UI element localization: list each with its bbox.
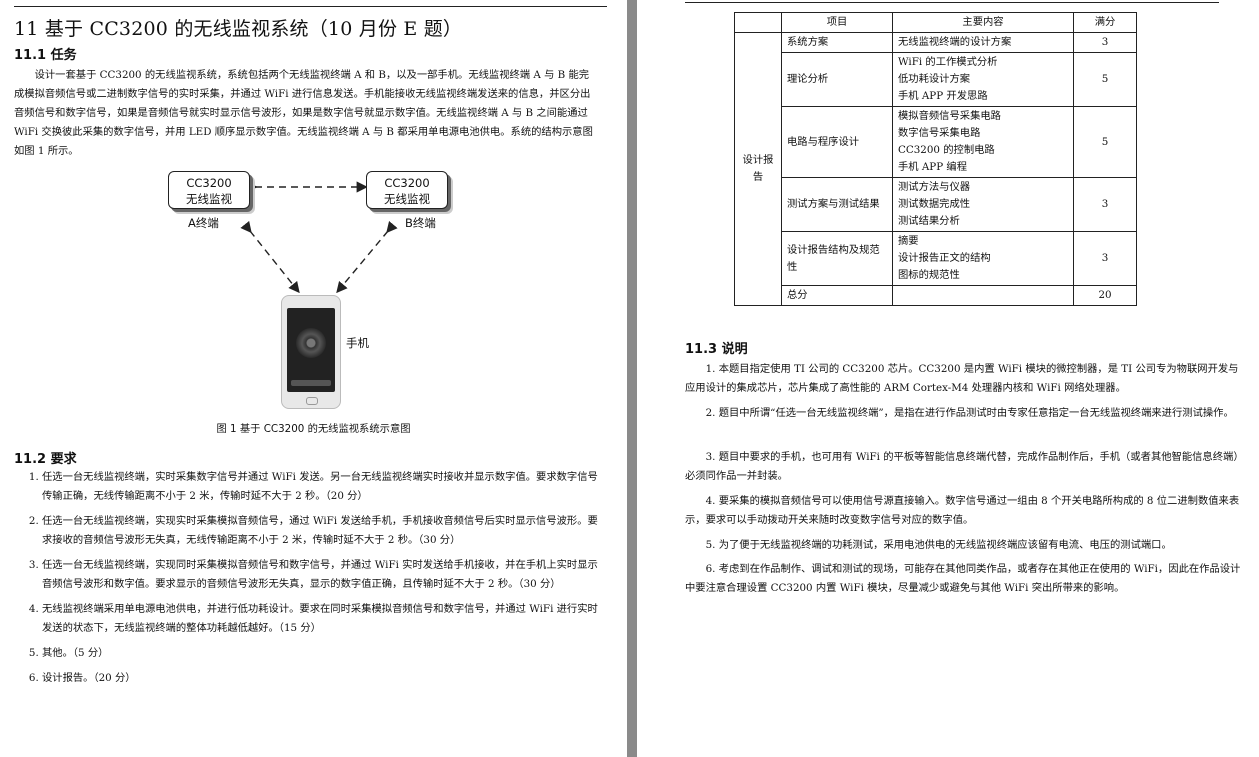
task-paragraph: 设计一套基于 CC3200 的无线监视系统，系统包括两个无线监视终端 A 和 B… <box>14 69 593 157</box>
content-line: 手机 APP 编程 <box>898 161 968 173</box>
page-title: 11 基于 CC3200 的无线监视系统（10 月份 E 题） <box>14 18 463 40</box>
note-item: 1. 本题目指定使用 TI 公司的 CC3200 芯片。CC3200 是内置 W… <box>685 363 1239 394</box>
requirement-item: 任选一台无线监视终端，实时采集数字信号并通过 WiFi 发送。另一台无线监视终端… <box>42 468 607 506</box>
table-cell-item: 电路与程序设计 <box>781 106 893 178</box>
content-line: 模拟音频信号采集电路 <box>898 110 1001 122</box>
home-button-icon <box>306 397 318 405</box>
content-line: 无线监视终端的设计方案 <box>898 36 1012 48</box>
table-cell-item: 系统方案 <box>781 32 893 53</box>
requirement-item: 其他。（5 分） <box>42 644 607 663</box>
table-cell-content: 测试方法与仪器 测试数据完成性 测试结果分析 <box>892 177 1074 232</box>
table-row: 总分 20 <box>735 285 1137 306</box>
diagram-arrows <box>240 181 398 294</box>
node-b: CC3200 无线监视 <box>366 171 448 209</box>
note-item: 2. 题目中所谓“任选一台无线监视终端”，是指在进行作品测试时由专家任意指定一台… <box>705 407 1234 419</box>
player-controls-icon <box>291 380 331 386</box>
content-line: 手机 APP 开发思路 <box>898 90 988 102</box>
node-b-line1: CC3200 <box>384 176 430 190</box>
scoring-table: 项目 主要内容 满分 设计报告 系统方案 无线监视终端的设计方案 3 理论分析 … <box>734 12 1137 306</box>
content-line: 数字信号采集电路 <box>898 127 981 139</box>
table-row: 设计报告 系统方案 无线监视终端的设计方案 3 <box>734 32 1137 306</box>
right-page: 项目 主要内容 满分 设计报告 系统方案 无线监视终端的设计方案 3 理论分析 … <box>637 0 1259 757</box>
table-cell-content: 模拟音频信号采集电路 数字信号采集电路 CC3200 的控制电路 手机 APP … <box>892 106 1074 178</box>
phone-label: 手机 <box>346 336 369 350</box>
table-cell-score: 5 <box>1073 106 1137 178</box>
table-header: 项目 <box>781 12 893 33</box>
notes-heading: 11.3 说明 <box>685 342 748 357</box>
requirement-item: 任选一台无线监视终端，实现实时采集模拟音频信号，通过 WiFi 发送给手机，手机… <box>42 512 607 550</box>
table-cell-content <box>892 285 1074 306</box>
table-header: 主要内容 <box>892 12 1074 33</box>
arrow-b-phone <box>336 220 398 294</box>
node-b-label: B终端 <box>405 216 436 230</box>
requirements-heading: 11.2 要求 <box>14 452 77 467</box>
table-cell-score: 20 <box>1073 285 1137 306</box>
note-item: 6. 考虑到在作品制作、调试和测试的现场，可能存在其他同类作品，或者存在其他正在… <box>685 563 1241 594</box>
content-line: 测试数据完成性 <box>898 198 971 210</box>
content-line: 图标的规范性 <box>898 269 960 281</box>
table-cell-content: 无线监视终端的设计方案 <box>892 32 1074 53</box>
requirement-item: 无线监视终端采用单电源电池供电，并进行低功耗设计。要求在同时采集模拟音频信号和数… <box>42 600 607 638</box>
table-cell-item: 测试方案与测试结果 <box>781 177 893 232</box>
left-page: 11 基于 CC3200 的无线监视系统（10 月份 E 题） 11.1 任务 … <box>0 0 627 757</box>
node-a-line2: 无线监视 <box>186 192 232 206</box>
header-rule <box>14 6 607 7</box>
requirements-list: 任选一台无线监视终端，实时采集数字信号并通过 WiFi 发送。另一台无线监视终端… <box>20 468 607 694</box>
content-line: 设计报告正文的结构 <box>898 252 991 264</box>
note-item: 3. 题目中要求的手机，也可用有 WiFi 的平板等智能信息终端代替，完成作品制… <box>685 451 1244 482</box>
table-cell-content: WiFi 的工作模式分析 低功耗设计方案 手机 APP 开发思路 <box>892 52 1074 107</box>
table-row: 电路与程序设计 模拟音频信号采集电路 数字信号采集电路 CC3200 的控制电路… <box>735 106 1137 178</box>
node-a-label: A终端 <box>188 216 219 230</box>
table-cell-item: 理论分析 <box>781 52 893 107</box>
table-row: 测试方案与测试结果 测试方法与仪器 测试数据完成性 测试结果分析 3 <box>735 177 1137 232</box>
table-row: 设计报告结构及规范性 摘要 设计报告正文的结构 图标的规范性 3 <box>735 231 1137 286</box>
node-a: CC3200 无线监视 <box>168 171 250 209</box>
table-cell-score: 5 <box>1073 52 1137 107</box>
phone-screen <box>287 308 335 392</box>
content-line: CC3200 的控制电路 <box>898 144 995 156</box>
page-gap <box>627 0 637 757</box>
content-line: 测试方法与仪器 <box>898 181 971 193</box>
group-label: 设计报告 <box>734 32 782 306</box>
table-cell-item: 设计报告结构及规范性 <box>781 231 893 286</box>
table-header: 满分 <box>1073 12 1137 33</box>
content-line: 摘要 <box>898 235 919 247</box>
table-cell-score: 3 <box>1073 32 1137 53</box>
content-line: 低功耗设计方案 <box>898 73 971 85</box>
requirement-item: 设计报告。（20 分） <box>42 669 607 688</box>
system-diagram: CC3200 无线监视 A终端 CC3200 无线监视 B终端 手机 <box>150 165 480 415</box>
node-b-line2: 无线监视 <box>384 192 430 206</box>
note-item: 4. 要采集的模拟音频信号可以使用信号源直接输入。数字信号通过一组由 8 个开关… <box>685 495 1240 526</box>
phone-image <box>281 295 341 409</box>
table-header-blank <box>734 12 782 33</box>
music-disc-icon <box>296 328 326 358</box>
content-line: WiFi 的工作模式分析 <box>898 56 998 68</box>
node-a-line1: CC3200 <box>186 176 232 190</box>
content-line: 测试结果分析 <box>898 215 960 227</box>
table-cell-score: 3 <box>1073 231 1137 286</box>
task-heading: 11.1 任务 <box>14 48 77 63</box>
table-row: 理论分析 WiFi 的工作模式分析 低功耗设计方案 手机 APP 开发思路 5 <box>735 52 1137 107</box>
table-cell-score: 3 <box>1073 177 1137 232</box>
header-rule-right <box>685 2 1219 3</box>
table-cell-content: 摘要 设计报告正文的结构 图标的规范性 <box>892 231 1074 286</box>
requirement-item: 任选一台无线监视终端，实现同时采集模拟音频信号和数字信号，并通过 WiFi 实时… <box>42 556 607 594</box>
note-item: 5. 为了便于无线监视终端的功耗测试，采用电池供电的无线监视终端应该留有电流、电… <box>705 539 1172 551</box>
table-cell-item: 总分 <box>781 285 893 306</box>
arrow-a-phone <box>240 220 300 294</box>
figure-caption: 图 1 基于 CC3200 的无线监视系统示意图 <box>216 423 411 435</box>
